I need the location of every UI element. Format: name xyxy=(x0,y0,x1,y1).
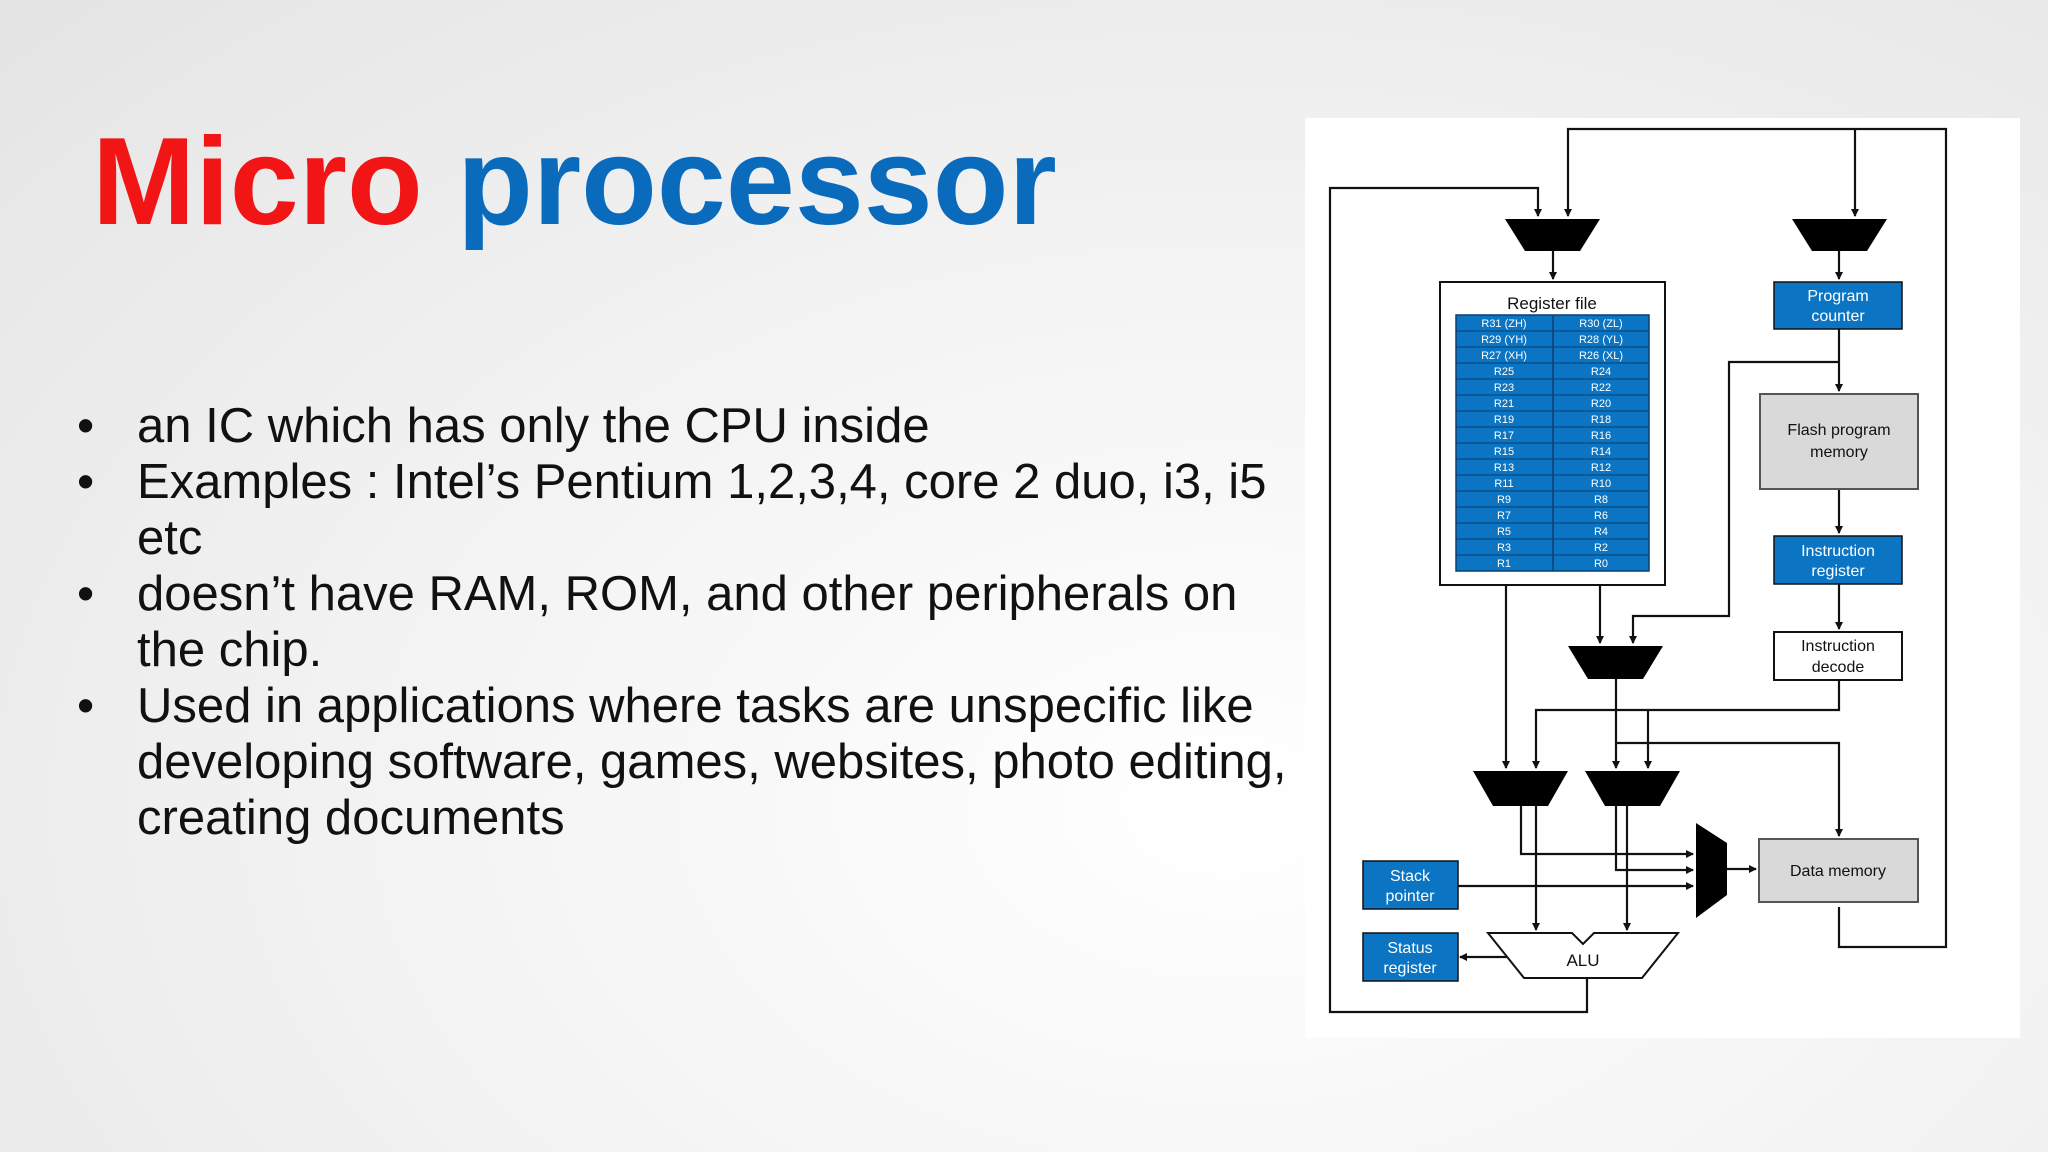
mux-top-right xyxy=(1792,219,1887,251)
title-word-micro: Micro xyxy=(92,113,423,251)
instruction-decode-label-2: decode xyxy=(1812,659,1865,676)
register-cell-right: R10 xyxy=(1591,478,1611,490)
register-cell-right: R18 xyxy=(1591,414,1611,426)
register-cell-left: R5 xyxy=(1497,526,1511,538)
register-cell-right: R16 xyxy=(1591,430,1611,442)
register-cell-right: R4 xyxy=(1594,526,1608,538)
register-cell-right: R2 xyxy=(1594,542,1608,554)
instruction-decode-box xyxy=(1773,631,1903,681)
register-cell-right: R6 xyxy=(1594,510,1608,522)
flash-memory-label-2: memory xyxy=(1810,444,1868,461)
register-cell-left: R1 xyxy=(1497,558,1511,570)
bullet-item: an IC which has only the CPU inside xyxy=(75,398,1315,454)
register-cell-left: R19 xyxy=(1494,414,1514,426)
register-cell-right: R24 xyxy=(1591,366,1611,378)
data-memory-label: Data memory xyxy=(1790,863,1886,880)
register-cell-right: R22 xyxy=(1591,382,1611,394)
register-cell-right: R26 (XL) xyxy=(1579,350,1623,362)
register-cell-left: R25 xyxy=(1494,366,1514,378)
bullet-list: an IC which has only the CPU inside Exam… xyxy=(75,398,1315,846)
register-cell-left: R11 xyxy=(1494,478,1513,490)
register-cell-right: R20 xyxy=(1591,398,1611,410)
register-cell-left: R15 xyxy=(1494,446,1514,458)
register-cell-left: R7 xyxy=(1497,510,1511,522)
register-cell-left: R13 xyxy=(1494,462,1514,474)
bullet-item: doesn’t have RAM, ROM, and other periphe… xyxy=(75,566,1315,678)
instruction-register-label-2: register xyxy=(1811,563,1865,580)
instruction-register-label: Instruction xyxy=(1801,543,1875,560)
flash-memory-box xyxy=(1759,393,1919,490)
mux-lower-right xyxy=(1585,771,1680,806)
register-cell-left: R9 xyxy=(1497,494,1511,506)
register-cell-right: R28 (YL) xyxy=(1579,334,1623,346)
multiplexers xyxy=(1473,219,1887,918)
register-file-title: Register file xyxy=(1507,294,1597,313)
program-counter-label: Program xyxy=(1807,288,1868,305)
register-cell-left: R23 xyxy=(1494,382,1514,394)
mux-data-memory xyxy=(1696,823,1727,918)
flash-memory-label: Flash program xyxy=(1787,422,1890,439)
status-register-label-2: register xyxy=(1383,960,1437,977)
alu-shape xyxy=(1485,932,1681,979)
register-cell-right: R8 xyxy=(1594,494,1608,506)
stack-pointer-label-2: pointer xyxy=(1386,888,1436,905)
program-counter-label-2: counter xyxy=(1811,308,1865,325)
register-cell-right: R0 xyxy=(1594,558,1608,570)
alu-label: ALU xyxy=(1566,951,1599,970)
status-register-label: Status xyxy=(1387,940,1432,957)
data-memory-box xyxy=(1758,838,1919,903)
register-cell-left: R29 (YH) xyxy=(1481,334,1527,346)
slide-title: Micro processor xyxy=(92,112,1057,252)
register-cell-left: R17 xyxy=(1494,430,1514,442)
register-cell-right: R30 (ZL) xyxy=(1579,318,1622,330)
stack-pointer-label: Stack xyxy=(1390,868,1431,885)
register-cell-left: R27 (XH) xyxy=(1481,350,1527,362)
register-cell-left: R3 xyxy=(1497,542,1511,554)
bullet-item: Examples : Intel’s Pentium 1,2,3,4, core… xyxy=(75,454,1315,566)
register-cell-right: R14 xyxy=(1591,446,1611,458)
mux-lower-left xyxy=(1473,771,1568,806)
instruction-decode-label: Instruction xyxy=(1801,638,1875,655)
stack-pointer-box xyxy=(1362,860,1459,910)
register-cell-left: R31 (ZH) xyxy=(1481,318,1526,330)
program-counter-box xyxy=(1773,281,1903,330)
mux-middle xyxy=(1568,646,1663,679)
cpu-architecture-diagram: Register file R31 (ZH) R29 (YH) R27 (XH) R2… xyxy=(1305,118,2020,1038)
bullet-item: Used in applications where tasks are uns… xyxy=(75,678,1315,846)
status-register-box xyxy=(1362,932,1459,982)
instruction-register-box xyxy=(1773,535,1903,585)
diagram-wires xyxy=(1328,127,1948,1014)
register-cell-right: R12 xyxy=(1591,462,1611,474)
mux-top-left xyxy=(1505,219,1600,251)
title-word-processor: processor xyxy=(457,113,1057,251)
register-cell-left: R21 xyxy=(1494,398,1514,410)
